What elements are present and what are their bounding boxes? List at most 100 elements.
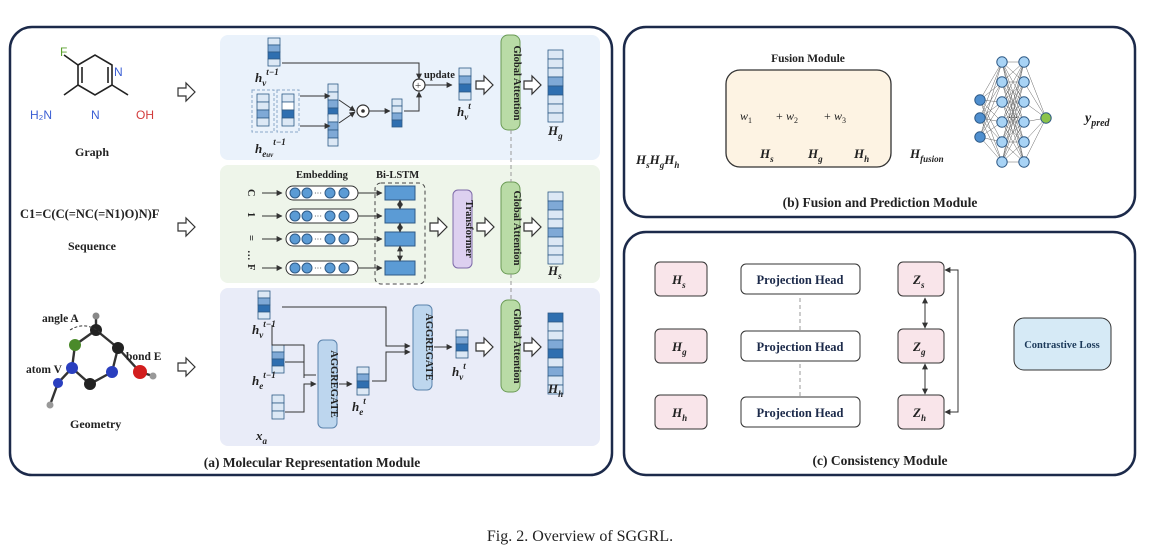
embedding-token-2-2 xyxy=(324,233,336,245)
math-hv-t-geo: hvt xyxy=(452,361,466,382)
math-hv-t-graph: hvt xyxy=(457,101,471,122)
aggregate-block-2 xyxy=(412,304,433,391)
edge-dashed-box-2 xyxy=(276,89,300,133)
aggregate-label-2: AGGREGATE xyxy=(423,313,434,380)
update-label: update xyxy=(424,70,455,81)
vector-he-t xyxy=(356,366,370,396)
mlp-node-1-4 xyxy=(996,136,1008,148)
vector-Hh xyxy=(547,312,564,395)
aggregate-label-1: AGGREGATE xyxy=(328,350,339,417)
seq-token-0: C xyxy=(245,189,256,197)
flow-arrow-a-2 xyxy=(177,356,196,378)
embedding-token-0-3 xyxy=(338,187,350,199)
geo-atom-label: atom V xyxy=(26,364,63,376)
sequence-label: Sequence xyxy=(68,239,117,253)
mlp-node-1-3 xyxy=(996,116,1008,128)
svg-text:···: ··· xyxy=(1008,113,1018,124)
transformer-block xyxy=(452,189,473,269)
flow-arrow-a-3 xyxy=(475,74,494,96)
mlp-node-1-5 xyxy=(996,156,1008,168)
mlp-node-1-0 xyxy=(996,56,1008,68)
consistency-input-2 xyxy=(654,394,708,430)
atom-label-oh: OH xyxy=(136,108,154,122)
vector-xa xyxy=(271,394,285,420)
smiles-string: C1=C(C(=NC(=N1)O)N)F xyxy=(20,207,160,221)
global-attention-geo-label: Global Attention xyxy=(511,309,522,384)
vector-he-prev xyxy=(271,344,285,374)
vector-Hs xyxy=(547,191,564,265)
vector-edge-2 xyxy=(281,93,295,127)
bilstm-dashed-box xyxy=(374,182,426,285)
mlp-node-2-2 xyxy=(1018,96,1030,108)
seq-token-3: … xyxy=(245,250,256,261)
embedding-token-3-0 xyxy=(289,262,301,274)
embedding-token-0-1 xyxy=(301,187,313,199)
mlp-node-2-3 xyxy=(1018,116,1030,128)
embedding-token-3-1 xyxy=(301,262,313,274)
embedding-token-0-2 xyxy=(324,187,336,199)
molecule-graph-drawing xyxy=(63,54,129,96)
mlp-node-1-2 xyxy=(996,96,1008,108)
seq-token-4: F xyxy=(245,264,256,270)
transformer-label: Transformer xyxy=(463,200,474,258)
graph-label: Graph xyxy=(75,145,109,159)
svg-text:···: ··· xyxy=(314,264,322,273)
b-input-labels: HsHgHh xyxy=(635,152,679,170)
embedding-label: Embedding xyxy=(296,170,349,181)
consistency-output-0 xyxy=(897,261,945,297)
molecule-geometry-drawing xyxy=(46,312,157,409)
math-he-t: het xyxy=(352,396,366,417)
svg-text:+: + xyxy=(415,80,421,92)
flow-arrow-a-0 xyxy=(177,81,196,103)
embedding-token-2-3 xyxy=(338,233,350,245)
vector-lin-1 xyxy=(327,83,339,117)
projection-head-2 xyxy=(740,396,861,428)
panel-b-title: (b) Fusion and Prediction Module xyxy=(783,195,978,210)
mlp-node-3-0 xyxy=(1040,112,1052,124)
mlp-node-2-5 xyxy=(1018,156,1030,168)
svg-text:···: ··· xyxy=(314,212,322,221)
prediction-mlp: ··· xyxy=(974,56,1052,168)
contrastive-loss-box xyxy=(1013,317,1112,371)
seq-token-1: 1 xyxy=(245,212,256,217)
svg-text:···: ··· xyxy=(314,189,322,198)
flow-arrow-a-1 xyxy=(177,216,196,238)
atom-label-f: F xyxy=(60,45,67,59)
embedding-token-2-0 xyxy=(289,233,301,245)
vector-gated xyxy=(391,98,403,128)
mlp-node-0-1 xyxy=(974,112,986,124)
geo-angle-label: angle A xyxy=(42,313,79,325)
embedding-token-2-1 xyxy=(301,233,313,245)
bilstm-cell-2 xyxy=(384,231,416,247)
mlp-node-0-0 xyxy=(974,94,986,106)
consistency-output-1 xyxy=(897,328,945,364)
vector-Hg xyxy=(547,49,564,123)
geometry-label: Geometry xyxy=(70,417,121,431)
svg-text:···: ··· xyxy=(314,235,322,244)
embedding-token-3-2 xyxy=(324,262,336,274)
projection-head-label-1: Projection Head xyxy=(757,340,844,354)
embedding-token-1-0 xyxy=(289,210,301,222)
geo-bond-label: bond E xyxy=(126,351,162,363)
bilstm-cell-1 xyxy=(384,208,416,224)
projection-head-label-0: Projection Head xyxy=(757,273,844,287)
projection-head-label-2: Projection Head xyxy=(757,406,844,420)
vector-edge-1 xyxy=(256,93,270,127)
aggregate-block-1 xyxy=(317,339,338,429)
mlp-node-2-1 xyxy=(1018,76,1030,88)
flow-arrow-a-6 xyxy=(476,216,495,238)
flow-arrow-a-5 xyxy=(429,216,448,238)
consistency-input-1 xyxy=(654,328,708,364)
consistency-output-2 xyxy=(897,394,945,430)
flow-arrow-a-9 xyxy=(523,336,542,358)
seq-token-2: = xyxy=(245,235,256,241)
vector-lin-2 xyxy=(327,113,339,147)
mlp-node-2-0 xyxy=(1018,56,1030,68)
atom-label-h2n: H₂N xyxy=(30,108,52,122)
mlp-node-2-4 xyxy=(1018,136,1030,148)
embedding-token-3-3 xyxy=(338,262,350,274)
vector-hv-prev-geo xyxy=(257,290,271,320)
embedding-token-0-0 xyxy=(289,187,301,199)
bilstm-label: Bi-LSTM xyxy=(376,170,419,181)
